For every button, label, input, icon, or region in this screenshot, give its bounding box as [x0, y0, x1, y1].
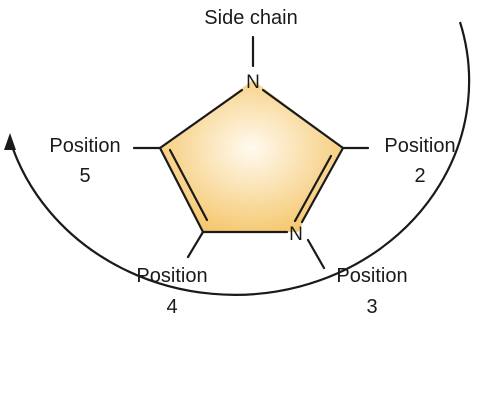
position-3-word: Position [336, 265, 407, 287]
position-2-number: 2 [414, 165, 425, 187]
position-3-number: 3 [366, 296, 377, 318]
bond-c5-n1 [158, 88, 244, 150]
numbering-direction-arrow [8, 21, 471, 296]
arrowhead-icon [4, 133, 16, 150]
position-2-word: Position [384, 135, 455, 157]
bond-c2-n3 [300, 146, 345, 224]
position-4-leader [186, 230, 205, 259]
leader-lines [132, 35, 370, 270]
atom-n3: N [289, 224, 303, 245]
bond-c4-c5 [158, 146, 205, 234]
position-4-word: Position [136, 265, 207, 287]
position-4-number: 4 [166, 296, 177, 318]
bond-c4-c5-double [168, 148, 209, 222]
bond-c2-n3-double [293, 154, 333, 223]
position-3-leader [306, 238, 326, 270]
bond-n1-c2 [261, 88, 345, 150]
position-5-number: 5 [79, 165, 90, 187]
position-5-word: Position [49, 135, 120, 157]
ring-bonds [158, 88, 345, 234]
side-chain-label: Side chain [204, 7, 297, 29]
atom-n1: N [246, 72, 260, 93]
imidazole-ring [160, 80, 343, 232]
